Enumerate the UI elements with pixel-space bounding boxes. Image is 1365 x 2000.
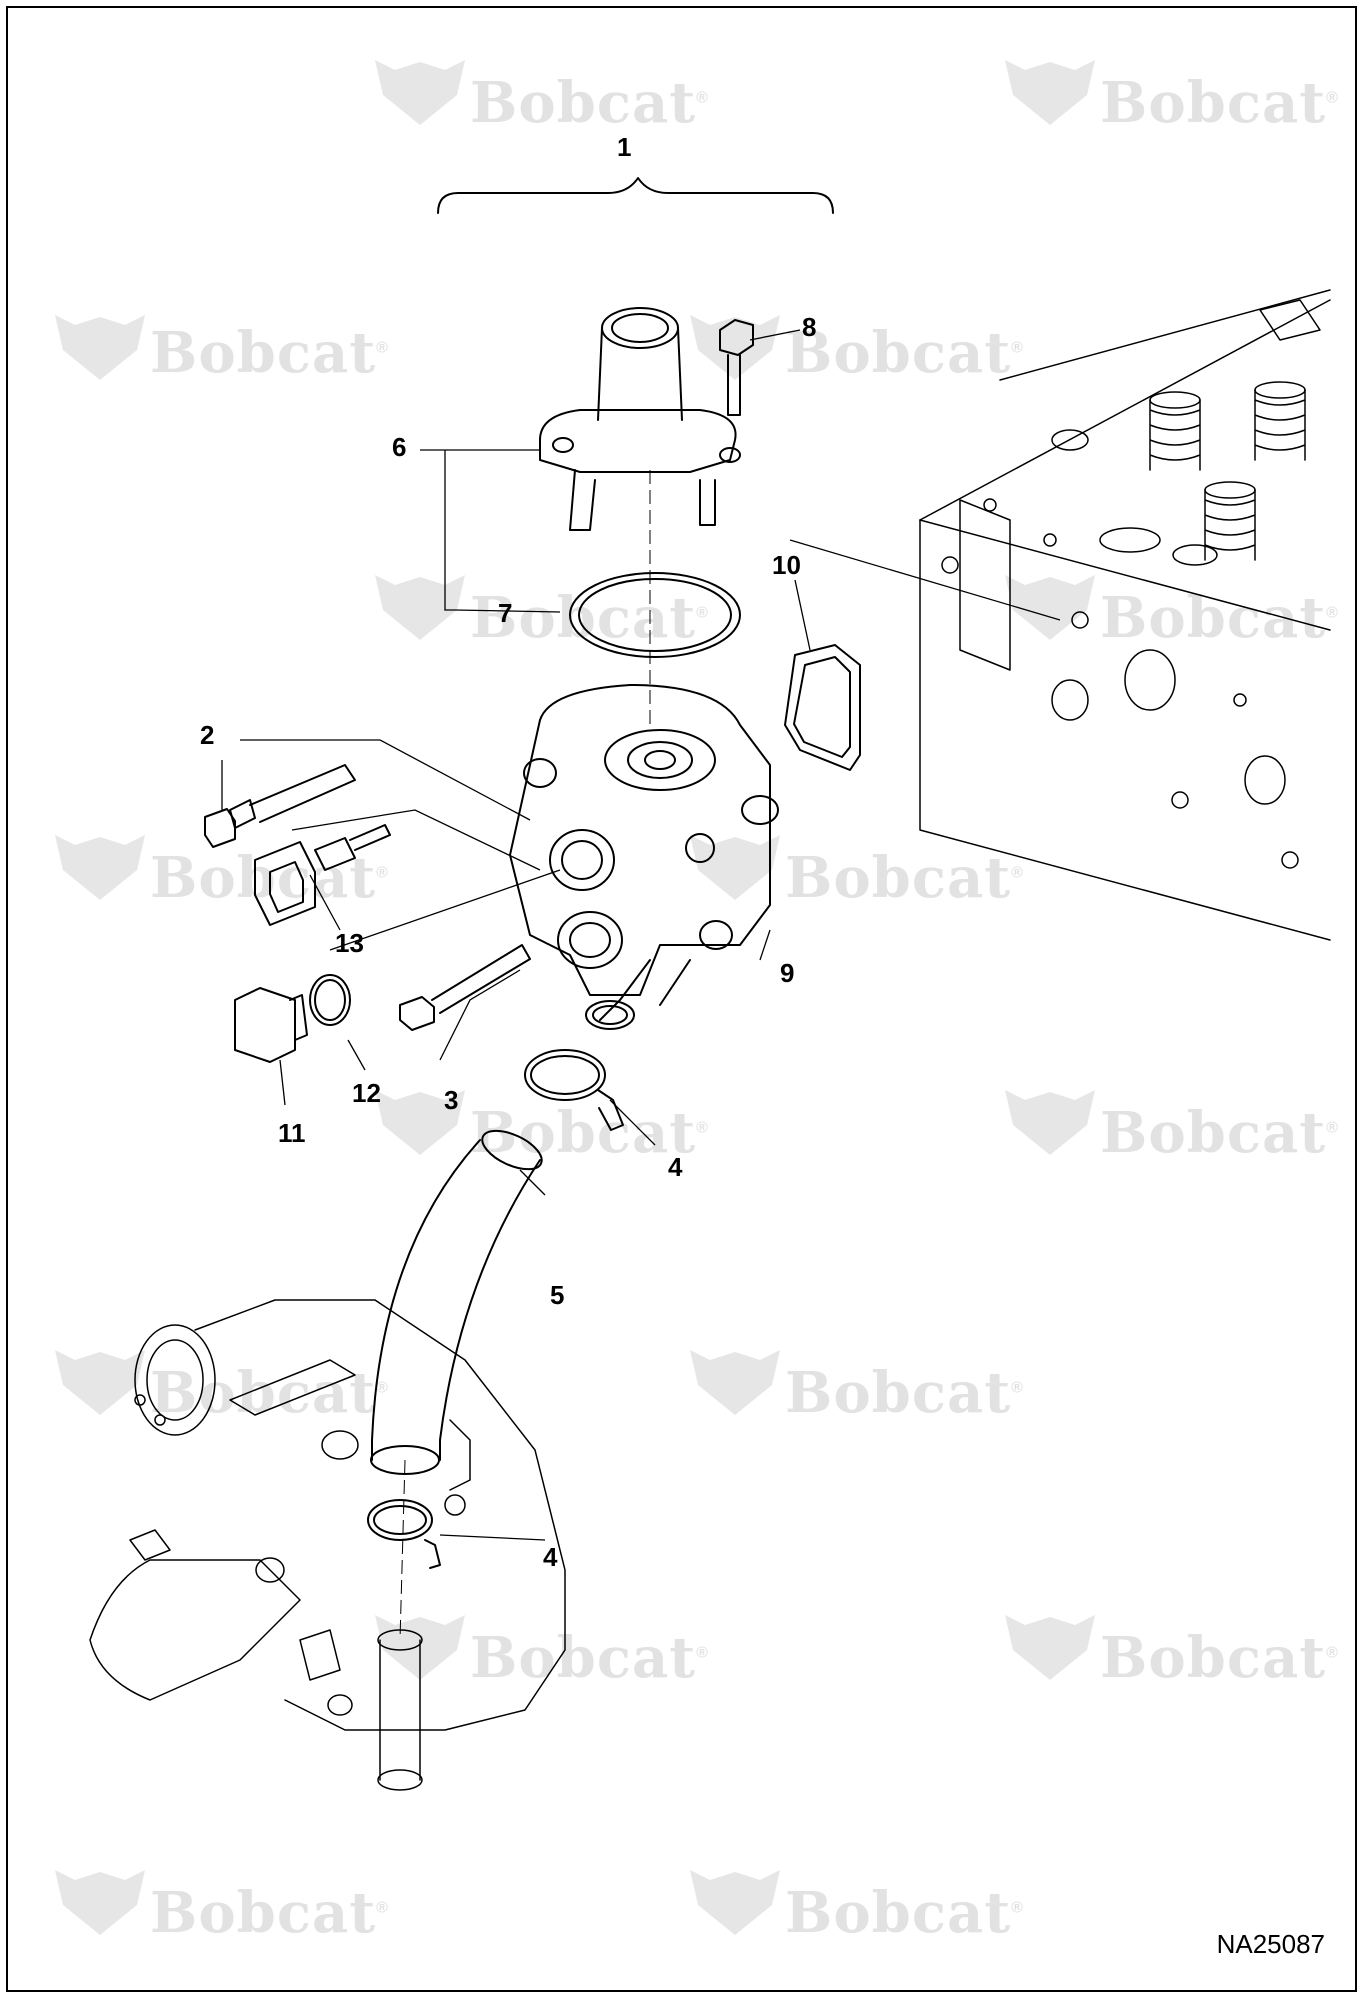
assembly-brace	[437, 177, 834, 214]
watermark: Bobcat®	[1100, 1100, 1339, 1166]
stud-2	[204, 764, 356, 848]
watermark: Bobcat®	[785, 845, 1024, 911]
watermark: Bobcat®	[785, 1360, 1024, 1426]
gasket-10	[784, 644, 861, 771]
callout-4-upper: 4	[668, 1152, 683, 1182]
watermark: Bobcat®	[150, 1880, 389, 1946]
figure-id: NA25087	[1216, 1929, 1325, 1959]
hose-clamp-4-lower	[367, 1499, 441, 1569]
bolt-3	[399, 944, 531, 1031]
callout-13: 13	[335, 928, 364, 958]
watermark: Bobcat®	[470, 585, 709, 651]
callout-2: 2	[200, 720, 215, 750]
hose-clamp-4-upper	[524, 1049, 624, 1131]
watermark: Bobcat®	[470, 70, 709, 136]
callout-12: 12	[352, 1078, 381, 1108]
watermark-logo-icons	[55, 60, 1095, 1935]
callout-11: 11	[278, 1118, 306, 1148]
leader-lines	[221, 329, 1061, 1541]
callout-3: 3	[444, 1085, 459, 1115]
hose-5	[370, 1129, 543, 1475]
thermostat-housing-9	[509, 684, 779, 1030]
watermark: Bobcat®	[1100, 1625, 1339, 1691]
cylinder-head	[919, 289, 1331, 941]
bolt-8	[719, 319, 754, 416]
watermark: Bobcat®	[470, 1625, 709, 1691]
callout-4-lower: 4	[543, 1542, 558, 1572]
callout-7: 7	[498, 598, 513, 628]
callout-5: 5	[550, 1280, 565, 1310]
callout-9: 9	[780, 958, 795, 988]
plug-11	[234, 987, 308, 1063]
callout-1: 1	[617, 132, 632, 162]
callout-10: 10	[772, 550, 801, 580]
watermark: Bobcat®	[150, 320, 389, 386]
watermark: Bobcat®	[1100, 70, 1339, 136]
watermark: Bobcat®	[785, 1880, 1024, 1946]
seal-ring-7	[569, 572, 741, 658]
temp-sensor-13	[254, 824, 391, 926]
water-pump-housing	[89, 1299, 566, 1791]
o-ring-12	[309, 974, 351, 1026]
outlet-housing-6	[539, 307, 741, 531]
assembly-center-lines	[399, 470, 651, 1641]
watermark: Bobcat®	[785, 320, 1024, 386]
diagram-frame	[6, 6, 1357, 1992]
callout-8: 8	[802, 312, 817, 342]
callout-6: 6	[392, 432, 407, 462]
